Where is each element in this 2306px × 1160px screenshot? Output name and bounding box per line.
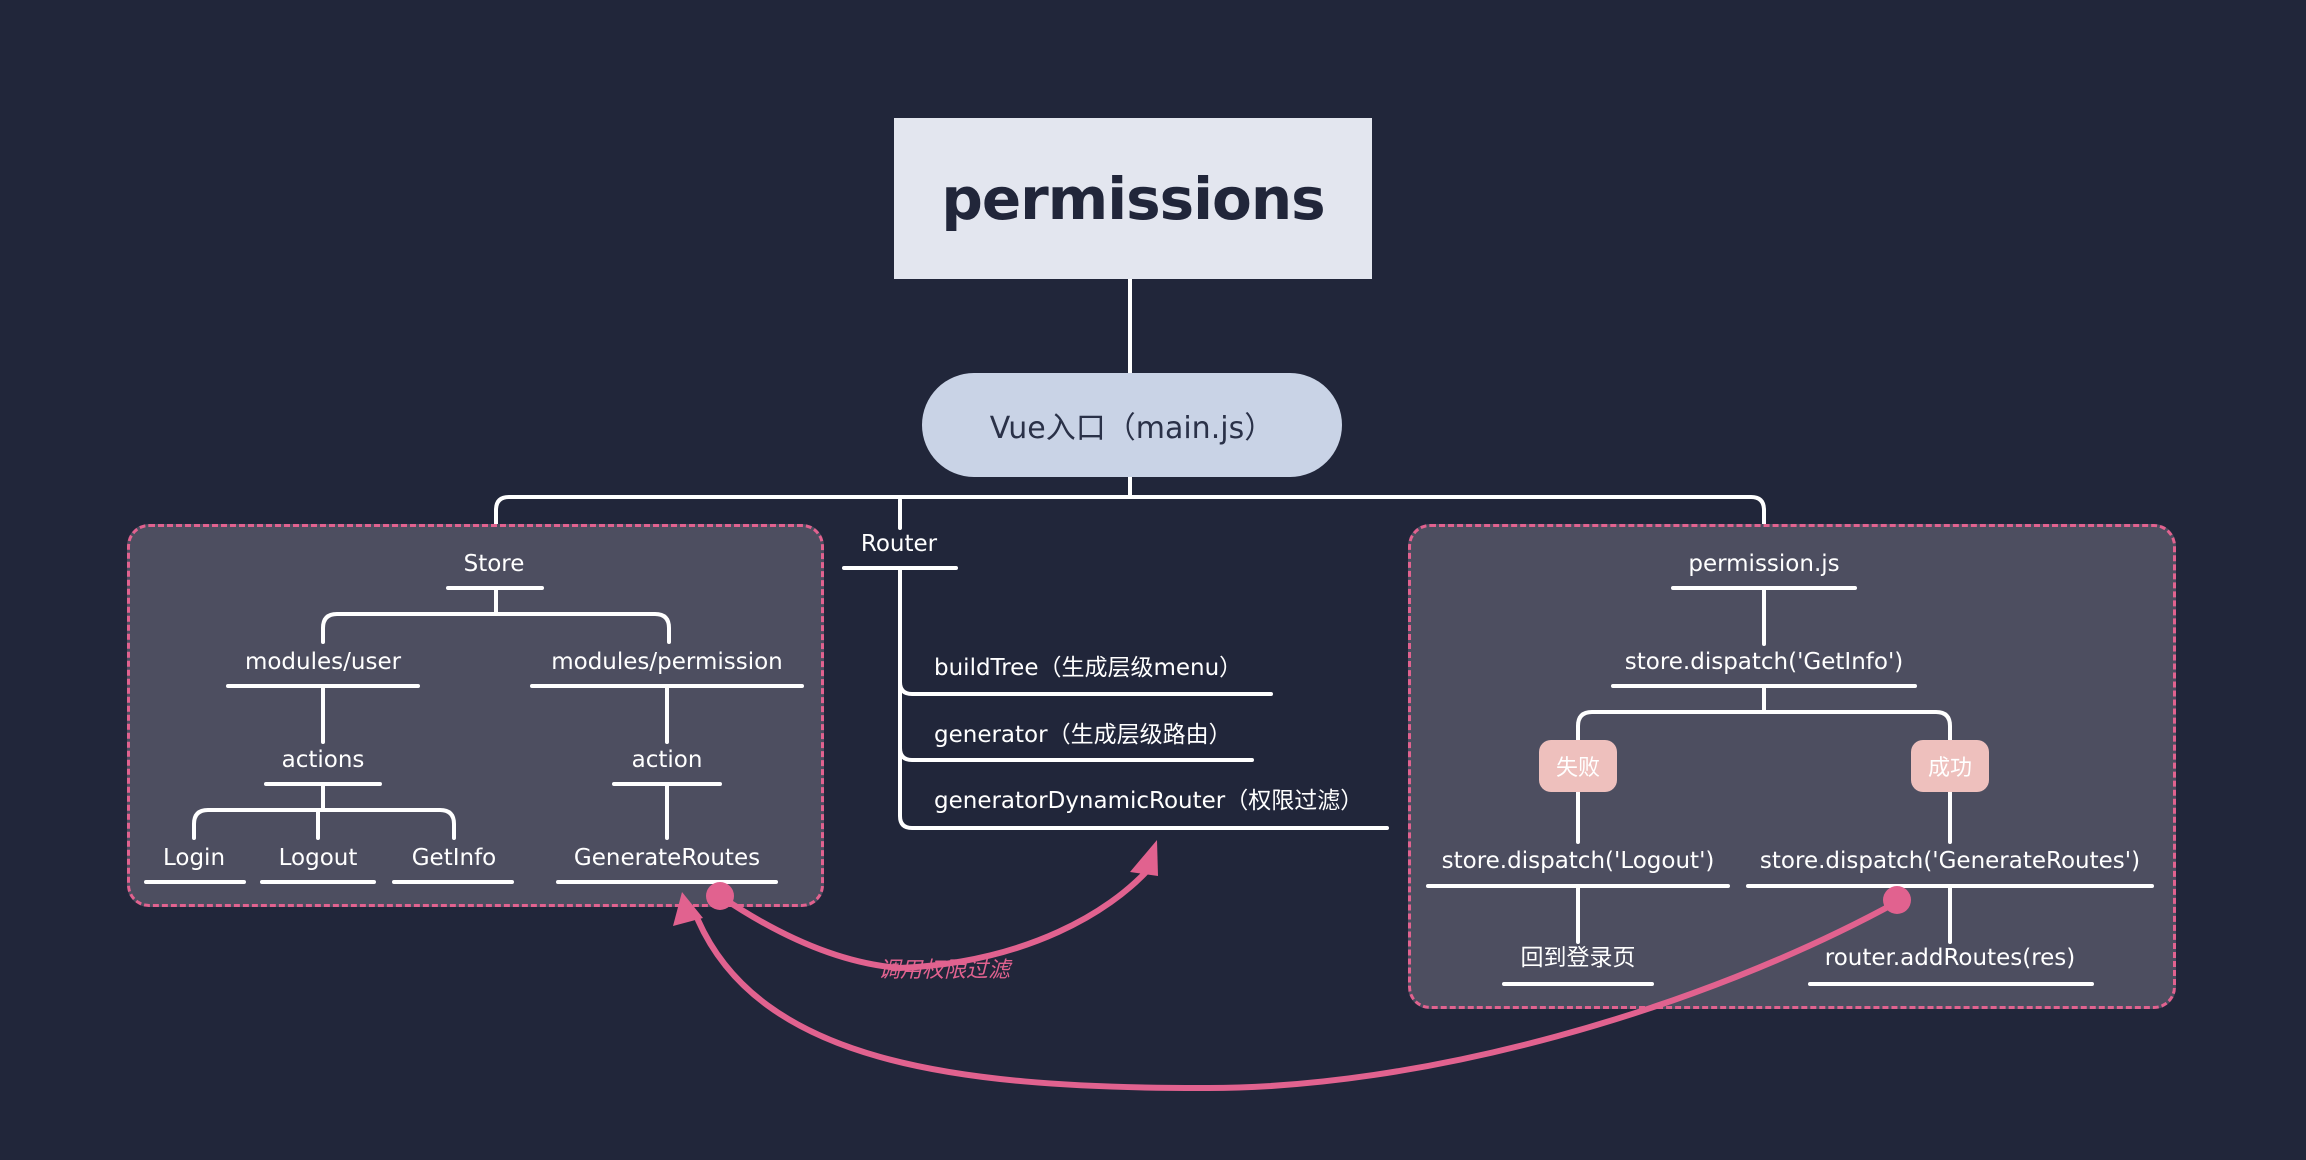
store-label: Store bbox=[463, 551, 525, 577]
router-item-1-branch bbox=[898, 680, 1273, 696]
back-to-login-label: 回到登录页 bbox=[1520, 945, 1636, 971]
fail-badge-text: 失败 bbox=[1555, 756, 1600, 781]
actions-branch-bar bbox=[192, 808, 456, 840]
return-arrowhead bbox=[673, 892, 703, 926]
permission-action-label: action bbox=[631, 747, 703, 773]
add-routes-label: router.addRoutes(res) bbox=[1824, 945, 2076, 971]
user-module-label: modules/user bbox=[244, 649, 402, 675]
router-item-dynamic-router: generatorDynamicRouter（权限过滤） bbox=[934, 788, 1364, 814]
main-branch-bar bbox=[494, 495, 1766, 530]
user-actions-label: actions bbox=[281, 747, 365, 773]
getinfo-action-label: GetInfo bbox=[411, 845, 497, 871]
login-action-label: Login bbox=[162, 845, 226, 871]
success-badge-text: 成功 bbox=[1927, 756, 1972, 781]
router-item-2-branch bbox=[898, 746, 1254, 762]
router-item-generator: generator（生成层级路由） bbox=[934, 722, 1232, 748]
getinfo-branch-bar bbox=[1576, 710, 1952, 744]
store-branch-bar bbox=[321, 612, 671, 644]
entry-node: Vue入口（main.js） bbox=[922, 373, 1342, 477]
call-filter-arrowhead bbox=[1130, 840, 1158, 876]
fail-badge: 失败 bbox=[1539, 740, 1617, 792]
root-node: permissions bbox=[894, 118, 1372, 279]
permission-js-label: permission.js bbox=[1688, 551, 1840, 577]
root-title: permissions bbox=[941, 164, 1325, 233]
call-filter-label: 调用权限过滤 bbox=[878, 958, 1011, 983]
router-item-buildtree: buildTree（生成层级menu） bbox=[934, 655, 1243, 681]
router-trunk bbox=[898, 566, 1389, 830]
router-label: Router bbox=[860, 531, 938, 557]
getinfo-dispatch-label: store.dispatch('GetInfo') bbox=[1624, 649, 1904, 675]
generate-dispatch-label: store.dispatch('GenerateRoutes') bbox=[1759, 848, 2141, 874]
entry-label: Vue入口（main.js） bbox=[989, 411, 1275, 446]
generate-routes-return-arrow-line bbox=[695, 899, 1900, 1092]
logout-action-label: Logout bbox=[278, 845, 358, 871]
generate-routes-action-label: GenerateRoutes bbox=[573, 845, 761, 871]
permission-module-label: modules/permission bbox=[551, 649, 783, 675]
dispatch-generate-source-dot bbox=[1883, 886, 1911, 914]
success-badge: 成功 bbox=[1911, 740, 1989, 792]
permission-js-group bbox=[1408, 524, 2176, 1009]
logout-dispatch-label: store.dispatch('Logout') bbox=[1441, 848, 1715, 874]
call-filter-arrow-line bbox=[717, 869, 1149, 972]
generate-routes-source-dot bbox=[706, 882, 734, 910]
